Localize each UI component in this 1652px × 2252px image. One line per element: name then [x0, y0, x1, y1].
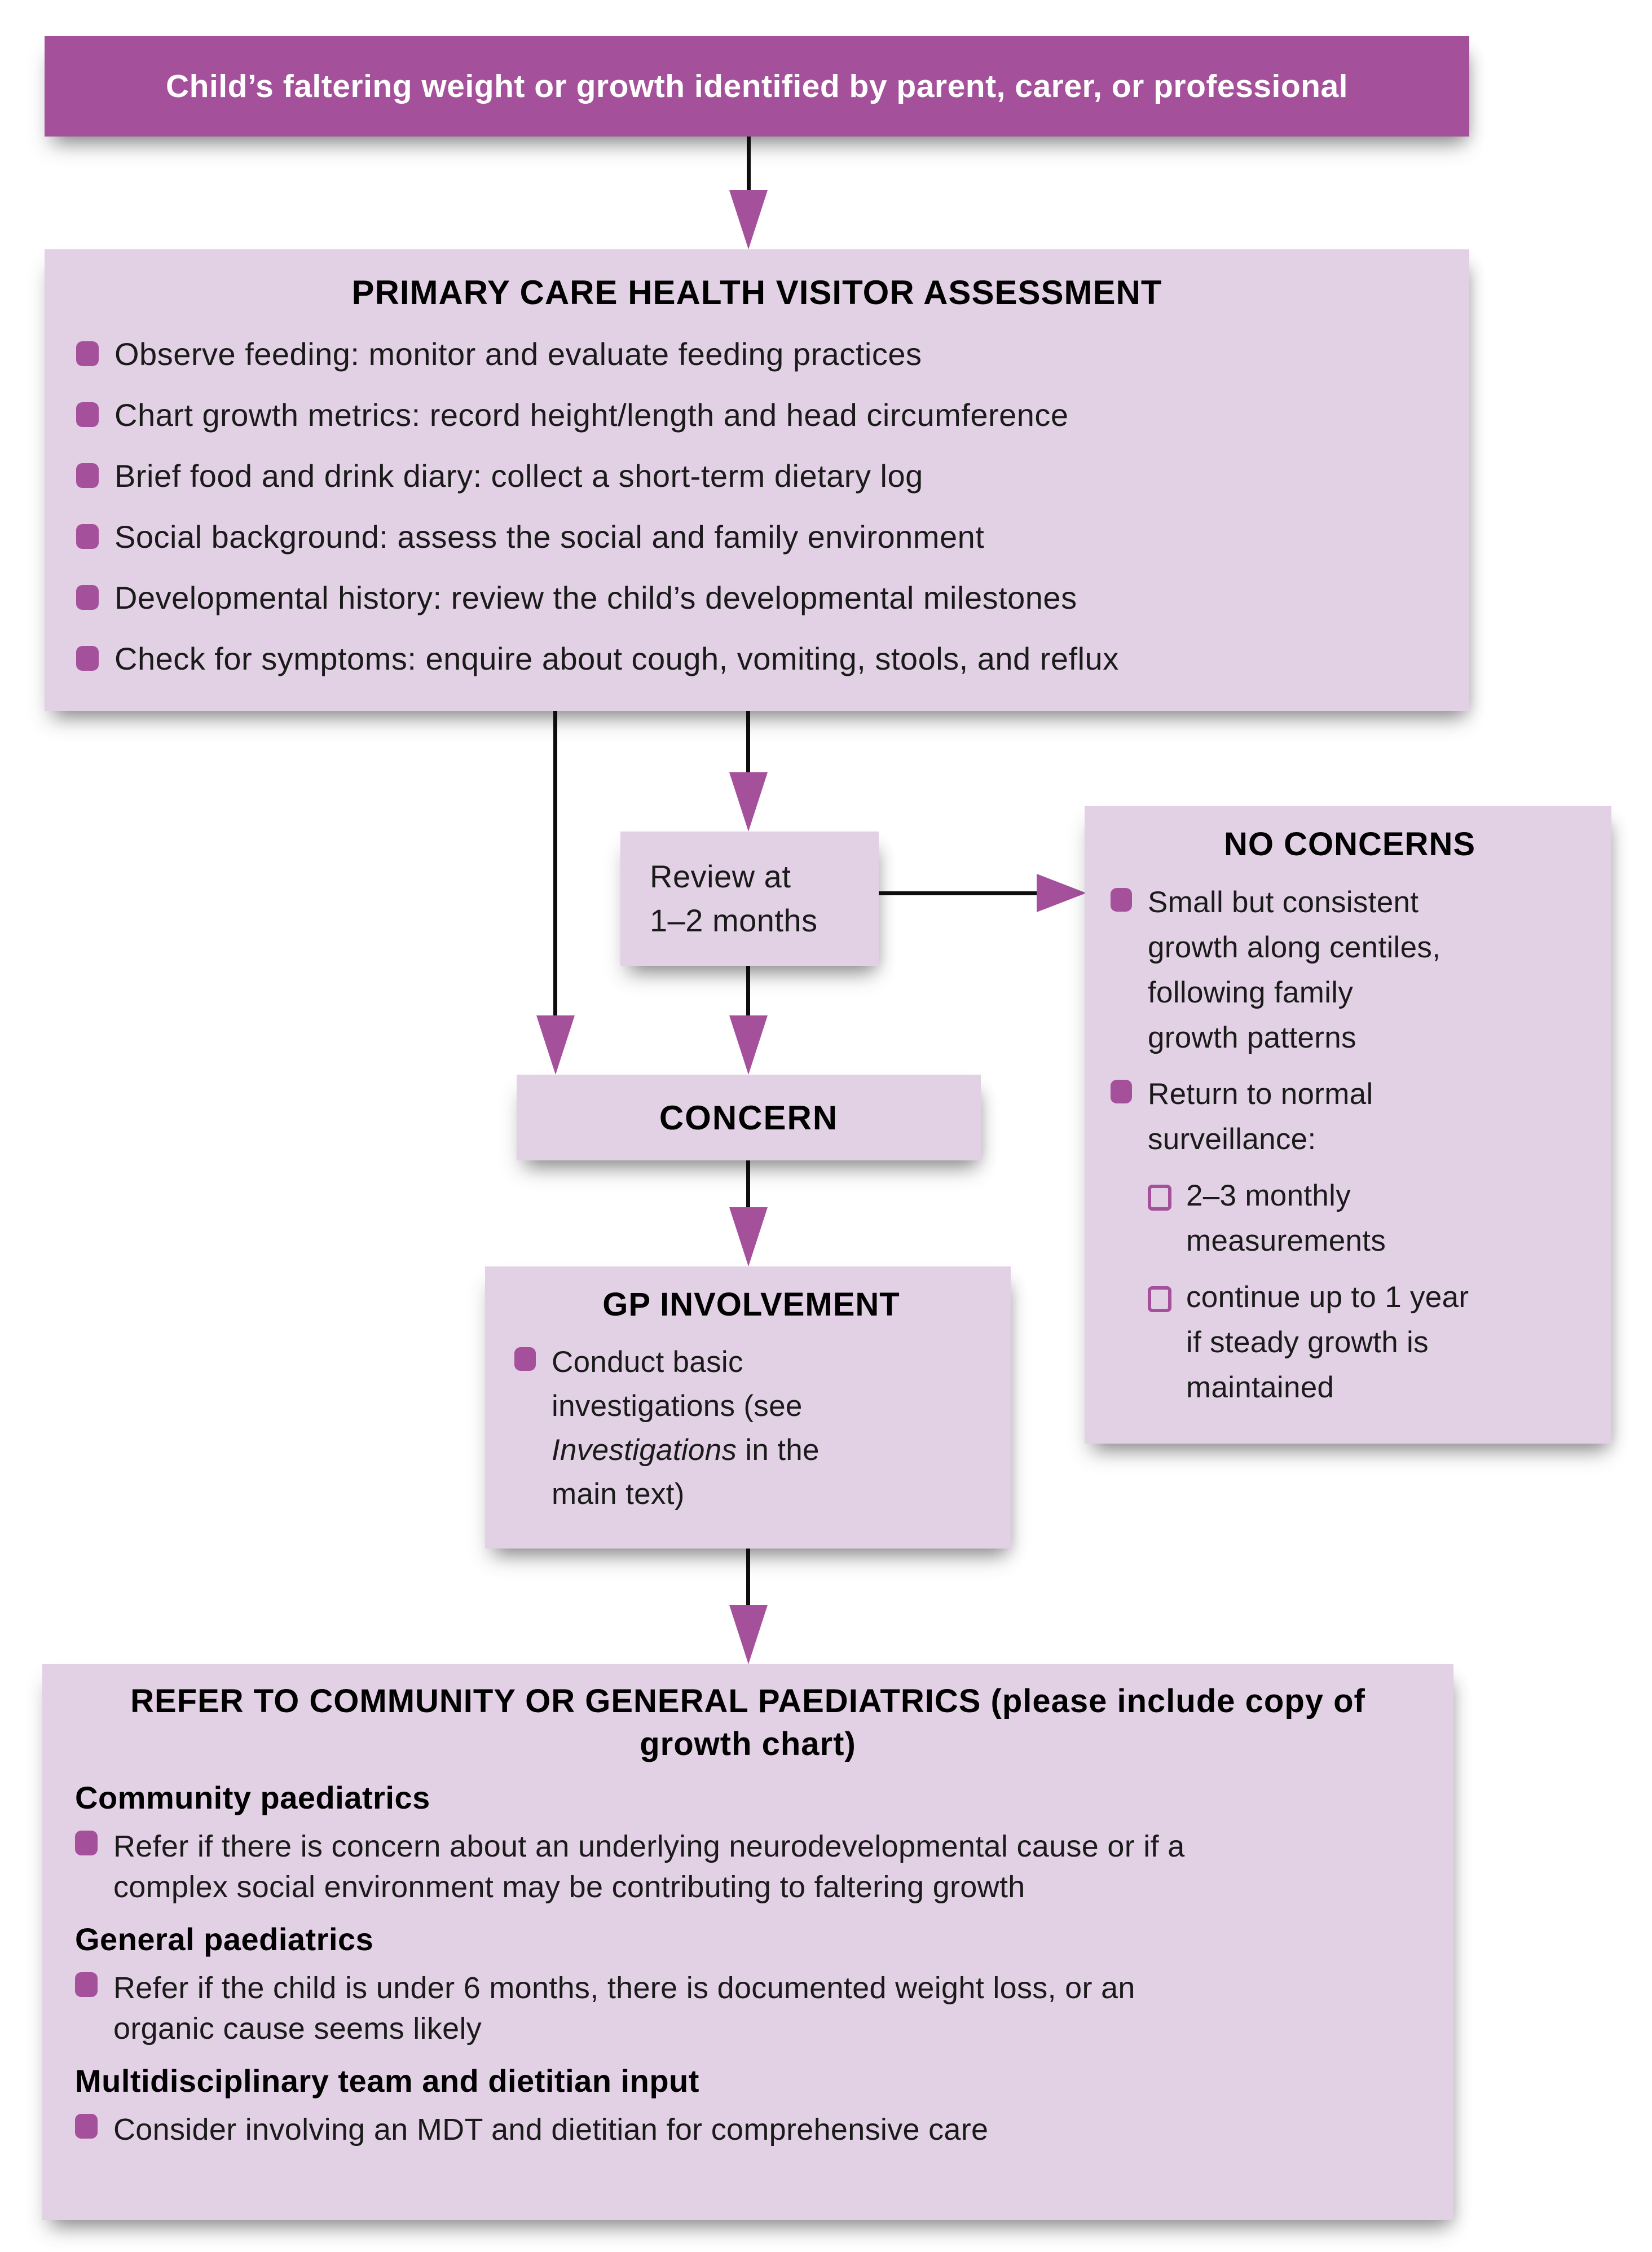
concern-title: CONCERN	[659, 1098, 839, 1137]
connector-banner-assessment-line	[747, 137, 751, 193]
arrowhead-down-icon	[729, 1605, 768, 1664]
refer-node: REFER TO COMMUNITY OR GENERAL PAEDIATRIC…	[42, 1664, 1453, 2220]
bullet-square-icon	[76, 341, 99, 366]
refer-bullet: Consider involving an MDT and dietitian …	[75, 2109, 1421, 2150]
assessment-bullet: Observe feeding: monitor and evaluate fe…	[73, 337, 1441, 372]
bullet-open-square-icon	[1148, 1185, 1171, 1211]
bullet-square-icon	[76, 646, 99, 671]
refer-bullet: Refer if there is concern about an under…	[75, 1826, 1421, 1907]
refer-section-heading: Multidisciplinary team and dietitian inp…	[75, 2063, 699, 2099]
bullet-square-icon	[76, 585, 99, 610]
connector-concern-gp-line	[746, 1160, 750, 1210]
connector-assessment-review-line	[746, 711, 750, 776]
no-concerns-title: NO CONCERNS	[1223, 826, 1476, 863]
refer-title: REFER TO COMMUNITY OR GENERAL PAEDIATRIC…	[130, 1683, 1365, 1762]
bullet-square-icon	[514, 1347, 536, 1371]
connector-review-noconcerns-line	[879, 891, 1039, 895]
arrowhead-down-icon	[729, 1207, 768, 1266]
assessment-bullet: Brief food and drink diary: collect a sh…	[73, 459, 1441, 494]
arrowhead-right-icon	[1037, 874, 1086, 912]
arrowhead-down-icon	[729, 1015, 768, 1075]
bullet-square-icon	[1111, 1080, 1132, 1103]
assessment-node: PRIMARY CARE HEALTH VISITOR ASSESSMENT O…	[45, 249, 1469, 711]
gp-bullet: Conduct basic investigations (see Invest…	[514, 1340, 988, 1516]
connector-gp-refer-line	[746, 1549, 750, 1608]
bullet-square-icon	[75, 2114, 98, 2139]
assessment-title: PRIMARY CARE HEALTH VISITOR ASSESSMENT	[351, 274, 1162, 311]
assessment-bullet: Developmental history: review the child’…	[73, 580, 1441, 615]
banner-label: Child’s faltering weight or growth ident…	[165, 68, 1348, 104]
no-concerns-bullet: Return to normal surveillance:	[1111, 1072, 1589, 1162]
bullet-square-icon	[1111, 888, 1132, 912]
concern-node: CONCERN	[517, 1075, 981, 1160]
bullet-square-icon	[76, 463, 99, 488]
no-concerns-sub-bullet: 2–3 monthly measurements	[1148, 1173, 1589, 1264]
no-concerns-node: NO CONCERNS Small but consistent growth …	[1085, 806, 1611, 1444]
connector-assessment-concern-line	[553, 711, 557, 1018]
bullet-square-icon	[75, 1831, 98, 1855]
refer-section-heading: Community paediatrics	[75, 1780, 430, 1815]
gp-title: GP INVOLVEMENT	[602, 1286, 900, 1323]
assessment-bullet: Chart growth metrics: record height/leng…	[73, 398, 1441, 433]
refer-bullet: Refer if the child is under 6 months, th…	[75, 1968, 1421, 2049]
arrowhead-down-icon	[729, 772, 768, 832]
gp-involvement-node: GP INVOLVEMENT Conduct basic investigati…	[485, 1266, 1011, 1549]
arrowhead-down-icon	[729, 190, 768, 249]
bullet-square-icon	[75, 1972, 98, 1997]
gp-bullet-text: Conduct basic investigations (see Invest…	[552, 1345, 820, 1511]
assessment-bullet: Check for symptoms: enquire about cough,…	[73, 641, 1441, 676]
no-concerns-sub-bullet: continue up to 1 year if steady growth i…	[1148, 1275, 1589, 1410]
bullet-open-square-icon	[1148, 1286, 1171, 1312]
bullet-square-icon	[76, 524, 99, 549]
no-concerns-bullet: Small but consistent growth along centil…	[1111, 880, 1589, 1061]
banner-node: Child’s faltering weight or growth ident…	[45, 36, 1469, 137]
review-node: Review at 1–2 months	[620, 832, 879, 966]
assessment-bullet: Social background: assess the social and…	[73, 520, 1441, 555]
connector-review-concern-line	[746, 966, 750, 1018]
arrowhead-down-icon	[536, 1015, 575, 1075]
refer-section-heading: General paediatrics	[75, 1921, 374, 1957]
bullet-square-icon	[76, 402, 99, 427]
